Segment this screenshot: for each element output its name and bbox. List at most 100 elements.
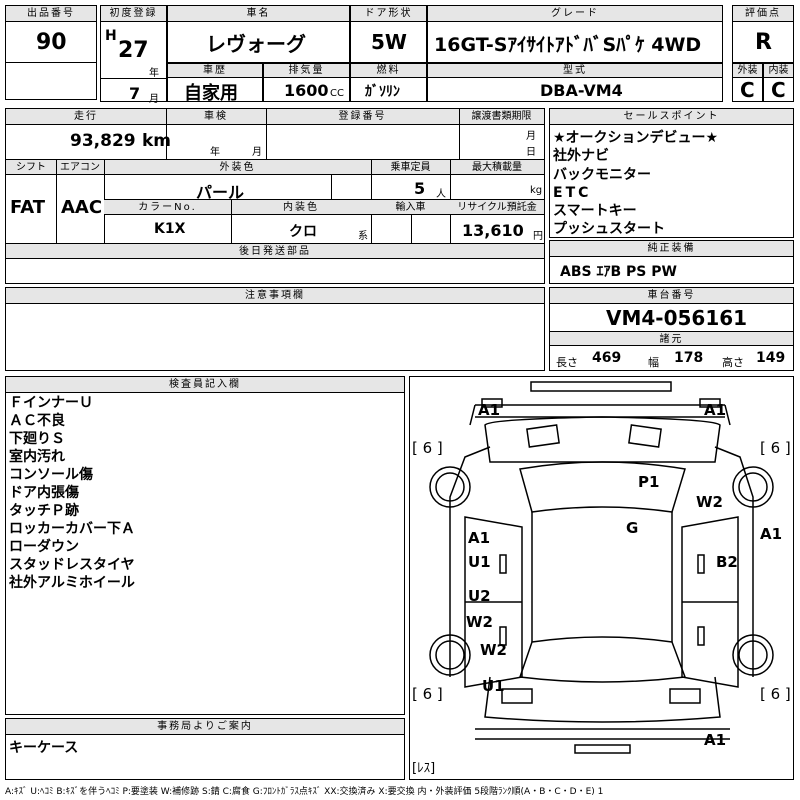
dimensions-header: 諸元 [550, 331, 793, 346]
seats-header: 乗車定員 [371, 160, 450, 175]
car-name-value: レヴォーグ [206, 32, 306, 56]
sales-point-item: バックモニター [553, 167, 651, 183]
import-header: 輸入車 [371, 200, 450, 215]
history-header: 車歴 [168, 64, 262, 78]
model-code-header: 型式 [428, 64, 722, 78]
sales-point-item: プッシュスタート [553, 221, 665, 237]
displacement-header: 排気量 [264, 64, 349, 78]
inspector-remark: ＡＣ不良 [9, 413, 65, 429]
interior-color-unit: 系 [358, 231, 368, 242]
office-notice-cell: 事務局よりご案内 キーケース [5, 718, 405, 780]
height-label: 高さ [722, 356, 744, 369]
aircon-value: AAC [61, 197, 103, 218]
exterior-grade-header: 外装 [733, 64, 762, 78]
era-label: H [105, 28, 117, 44]
inspector-remark: タッチＰ跡 [9, 503, 79, 519]
shaken-year-unit: 年 [210, 147, 220, 158]
exterior-color-value: パール [196, 183, 245, 202]
exterior-color-header: 外装色 [104, 160, 371, 175]
width-label: 幅 [648, 356, 659, 369]
grade-header: グレード [428, 6, 722, 22]
tire-tread-mark: [ 6 ] [412, 439, 443, 457]
mileage-value: 93,829 [70, 131, 136, 151]
interior-grade-cell: 内装 C [763, 63, 794, 102]
shaken-month-unit: 月 [252, 147, 262, 158]
score-cell: 評価点 R [732, 5, 794, 63]
damage-mark: A1 [468, 529, 491, 547]
office-notice-value: キーケース [9, 740, 79, 756]
damage-mark: W2 [480, 641, 507, 659]
history-value: 自家用 [184, 83, 238, 104]
damage-mark: A1 [704, 401, 727, 419]
standard-equipment-value: ABS ｴｱB PS PW [560, 264, 677, 280]
recycle-header: リサイクル預託金 [450, 200, 544, 215]
color-number-header: カラーNo. [104, 200, 231, 215]
score-header: 評価点 [733, 6, 793, 22]
model-code-cell: 型式 DBA-VM4 [427, 63, 723, 102]
damage-mark: B2 [716, 553, 738, 571]
transfer-deadline-header: 譲渡書類期限 [459, 109, 544, 125]
chassis-header: 車台番号 [550, 288, 793, 304]
tire-tread-mark: [ 6 ] [412, 685, 443, 703]
first-registration-cell: 初度登録 H 27 年 7 月 [100, 5, 167, 105]
interior-color-header: 内装色 [231, 200, 371, 215]
length-label: 長さ [556, 356, 578, 369]
mileage-unit: km [142, 131, 172, 151]
damage-mark: W2 [696, 493, 723, 511]
seats-value: 5 [414, 179, 426, 198]
seats-unit: 人 [436, 189, 446, 200]
inspector-remark: スタッドレスタイヤ [9, 557, 135, 573]
inspector-remark: 社外アルミホイール [9, 575, 135, 591]
car-name-cell: 車名 レヴォーグ [167, 5, 350, 63]
recycle-unit: 円 [533, 231, 543, 242]
damage-mark: P1 [638, 473, 660, 491]
door-type-value: 5W [371, 30, 407, 54]
inspector-remark: ローダウン [9, 539, 79, 555]
inspector-remarks-cell: 検査員記入欄 ＦインナーＵ ＡＣ不良 下廻りＳ 室内汚れ コンソール傷 ドア内張… [5, 376, 405, 715]
interior-color-value: クロ [289, 224, 317, 240]
first-registration-header: 初度登録 [101, 6, 166, 22]
standard-equipment-header: 純正装備 [550, 241, 793, 257]
damage-mark: A1 [760, 525, 783, 543]
car-name-header: 車名 [168, 6, 349, 22]
displacement-cell: 排気量 1600 CC [263, 63, 350, 102]
inspector-remark: コンソール傷 [9, 467, 93, 483]
lot-number-cell: 出品番号 90 [5, 5, 97, 100]
length-value: 469 [592, 350, 622, 366]
max-load-header: 最大積載量 [450, 160, 544, 175]
exterior-grade-value: C [740, 78, 755, 102]
chassis-cell: 車台番号 VM4-056161 諸元 長さ 469 幅 178 高さ 149 [549, 287, 794, 371]
car-outline-icon [429, 381, 774, 754]
lot-number-header: 出品番号 [6, 6, 96, 22]
recycle-value: 13,610 [462, 221, 524, 240]
later-parts-header: 後日発送部品 [6, 244, 544, 259]
inspector-remark: ロッカーカバー下Ａ [9, 521, 135, 537]
inspector-remark: 下廻りＳ [9, 431, 65, 447]
sales-point-item: スマートキー [553, 203, 637, 219]
aircon-header: エアコン [56, 160, 104, 175]
inspector-remark: 室内汚れ [9, 449, 65, 465]
interior-grade-value: C [771, 78, 786, 102]
load-unit: kg [530, 185, 543, 196]
sales-point-item: ★オークションデビュー★ [553, 130, 719, 146]
vehicle-info-block: 走行 車検 登録番号 譲渡書類期限 93,829 km 年 月 月 日 シフト … [5, 108, 545, 284]
damage-mark: U1 [468, 553, 491, 571]
inspector-remarks-header: 検査員記入欄 [6, 377, 404, 393]
transfer-month-unit: 月 [526, 131, 536, 142]
grade-value: 16GT-SｱｲｻｲﾄｱﾄﾞﾊﾞSﾊﾟｹ 4WD [434, 34, 702, 56]
month-unit: 月 [149, 94, 159, 105]
inspector-remark: ＦインナーＵ [9, 395, 93, 411]
displacement-unit: CC [330, 88, 344, 99]
chassis-number-value: VM4-056161 [606, 306, 748, 330]
month-value: 7 [129, 84, 141, 103]
interior-grade-header: 内装 [764, 64, 793, 78]
shift-header: シフト [6, 160, 56, 175]
damage-mark: W2 [466, 613, 493, 631]
height-value: 149 [756, 350, 786, 366]
grade-cell: グレード 16GT-SｱｲｻｲﾄｱﾄﾞﾊﾞSﾊﾟｹ 4WD [427, 5, 723, 63]
shift-value: FAT [10, 197, 46, 218]
resu-mark: [ﾚｽ] [412, 761, 436, 776]
displacement-value: 1600 [284, 81, 329, 100]
damage-diagram: A1 A1 [ 6 ] [ 6 ] P1 W2 G A1 U1 A1 B2 U2… [409, 376, 794, 780]
shaken-header: 車検 [166, 109, 266, 125]
